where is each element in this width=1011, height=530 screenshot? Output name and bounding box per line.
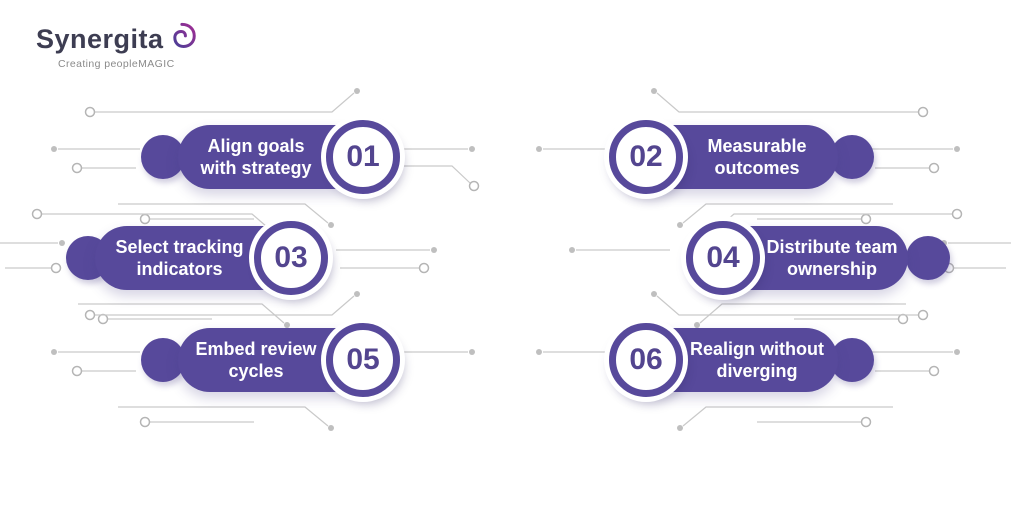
step-label: Realign without diverging bbox=[690, 338, 824, 382]
brand-tagline: Creating peopleMAGIC bbox=[58, 58, 175, 70]
step-item-06: Realign without diverging 06 bbox=[609, 323, 909, 397]
step-number-badge: 02 bbox=[609, 120, 683, 194]
step-number-badge: 04 bbox=[686, 221, 760, 295]
step-item-04: Distribute team ownership 04 bbox=[686, 221, 986, 295]
step-label: Distribute team ownership bbox=[766, 236, 898, 280]
connector-dot bbox=[906, 236, 950, 280]
step-number-badge: 06 bbox=[609, 323, 683, 397]
step-item-03: Select tracking indicators 03 bbox=[66, 221, 366, 295]
step-number: 06 bbox=[629, 343, 663, 376]
step-number: 05 bbox=[346, 343, 380, 376]
brand-logo: Synergita Creating peopleMAGIC bbox=[36, 22, 196, 70]
step-item-01: Align goals with strategy 01 bbox=[141, 120, 441, 194]
connector-dot bbox=[141, 135, 185, 179]
step-number: 02 bbox=[629, 140, 663, 173]
step-number: 01 bbox=[346, 140, 380, 173]
step-label: Measurable outcomes bbox=[707, 135, 807, 179]
brand-swirl-icon bbox=[172, 22, 196, 48]
step-label: Embed review cycles bbox=[195, 338, 317, 382]
step-item-05: Embed review cycles 05 bbox=[141, 323, 441, 397]
connector-dot bbox=[141, 338, 185, 382]
step-label: Align goals with strategy bbox=[200, 135, 312, 179]
step-number-badge: 01 bbox=[326, 120, 400, 194]
step-number-badge: 03 bbox=[254, 221, 328, 295]
step-item-02: Measurable outcomes 02 bbox=[609, 120, 909, 194]
step-number: 03 bbox=[274, 241, 308, 274]
step-number-badge: 05 bbox=[326, 323, 400, 397]
step-label: Select tracking indicators bbox=[115, 236, 244, 280]
step-number: 04 bbox=[706, 241, 740, 274]
brand-wordmark: Synergita bbox=[36, 24, 164, 54]
